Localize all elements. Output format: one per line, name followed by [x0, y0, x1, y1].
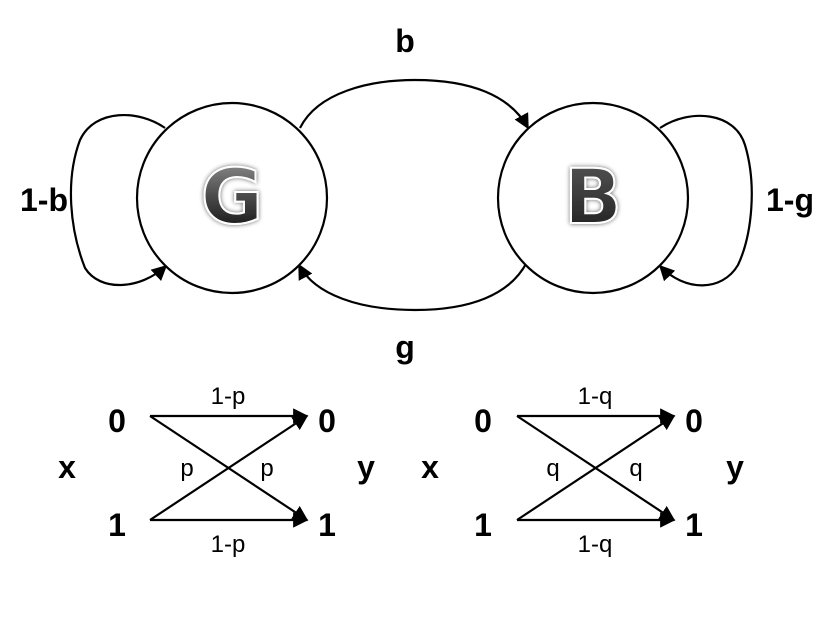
channel-bad-in0: 0 [474, 403, 492, 439]
label-self-loop-b: 1-g [766, 182, 814, 218]
channel-good-cross-right-prob: p [260, 455, 273, 482]
state-g-node [135, 101, 329, 295]
channel-good-out0: 0 [318, 403, 336, 439]
channel-good-cross-left-prob: p [180, 455, 193, 482]
channel-bad-cross-left-prob: q [546, 455, 559, 482]
channel-bad-cross-right-prob: q [629, 455, 642, 482]
channel-good-top-prob: 1-p [211, 383, 246, 410]
channel-good-cross-up [149, 415, 309, 521]
channel-good-in1: 1 [108, 507, 126, 543]
channel-bad-top-prob: 1-q [578, 383, 613, 410]
channel-good-out1: 1 [318, 507, 336, 543]
state-g-label: G [201, 152, 263, 241]
channel-good-output-label: y [357, 449, 375, 485]
channel-good-input-label: x [58, 449, 76, 485]
label-self-loop-g: 1-b [20, 182, 68, 218]
channel-good-bottom-prob: 1-p [211, 531, 246, 558]
channel-bad-out0: 0 [685, 403, 703, 439]
channel-bad-in1: 1 [474, 507, 492, 543]
channel-good-in0: 0 [108, 403, 126, 439]
state-b-label: B [564, 152, 622, 241]
channel-bad-output-label: y [726, 449, 744, 485]
channel-bad-out1: 1 [685, 507, 703, 543]
state-b-node [496, 101, 690, 295]
label-g-to-b: b [395, 23, 415, 59]
label-b-to-g: g [395, 329, 415, 365]
self-loop-b [658, 114, 753, 287]
channel-bad-input-label: x [421, 449, 439, 485]
edge-g-to-b [299, 78, 529, 130]
channel-bad-bottom-prob: 1-q [578, 531, 613, 558]
channel-bad: 0 1 0 1 x y 1-q 1-q q q [421, 383, 744, 558]
channel-good: 0 1 0 1 x y 1-p 1-p p p [58, 383, 375, 558]
edge-b-to-g [298, 261, 528, 312]
channel-bad-cross-up [516, 415, 676, 521]
self-loop-g [69, 113, 168, 287]
